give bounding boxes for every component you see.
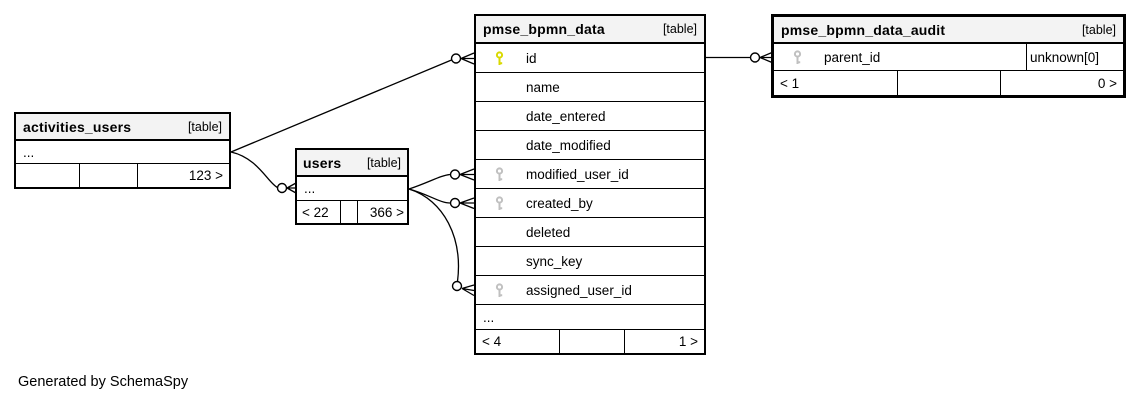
crowfoot-icon	[459, 168, 475, 181]
table-header: users [table]	[297, 150, 407, 177]
column-name: created_by	[526, 195, 593, 211]
stat-cell: 0 >	[1000, 71, 1123, 95]
icon-slot-empty	[486, 73, 512, 101]
stat-cell	[897, 71, 1000, 95]
column-name: date_entered	[526, 108, 606, 124]
column-row-assigned-user-id: assigned_user_id	[476, 276, 704, 305]
column-name: name	[526, 79, 560, 95]
columns-ellipsis-row: ...	[476, 305, 704, 330]
table-box-pmse-bpmn-data[interactable]: pmse_bpmn_data [table] id name date_ente…	[474, 14, 706, 355]
zero-cardinality-icon	[450, 53, 462, 64]
icon-slot-empty	[486, 247, 512, 275]
stat-cell: 366 >	[357, 201, 407, 223]
table-box-users[interactable]: users [table] ... < 22 366 >	[295, 148, 409, 225]
column-row-modified-user-id: modified_user_id	[476, 160, 704, 189]
column-row-id: id	[476, 44, 704, 73]
foreign-key-icon	[486, 189, 512, 217]
table-type-badge: [table]	[1081, 22, 1116, 37]
table-box-pmse-bpmn-data-audit[interactable]: pmse_bpmn_data_audit [table] parent_id u…	[771, 14, 1126, 98]
crowfoot-icon	[460, 52, 475, 65]
stat-cell: < 1	[780, 75, 800, 91]
column-row-name: name	[476, 73, 704, 102]
stat-cell: 123 >	[137, 164, 229, 187]
column-name: deleted	[526, 224, 571, 240]
foreign-key-icon	[486, 160, 512, 188]
table-type-badge: [table]	[187, 119, 222, 134]
primary-key-icon	[486, 44, 512, 72]
table-name: pmse_bpmn_data_audit	[781, 21, 946, 38]
zero-cardinality-icon	[749, 52, 761, 63]
column-name: modified_user_id	[526, 166, 629, 182]
relation-line	[408, 173, 451, 190]
foreign-key-icon	[486, 276, 512, 304]
column-name: id	[526, 50, 537, 66]
relation-line	[230, 151, 278, 189]
table-box-activities-users[interactable]: activities_users [table] ... 123 >	[14, 112, 231, 189]
column-type-note: unknown[0]	[1030, 49, 1100, 65]
icon-slot-empty	[486, 102, 512, 130]
column-row-deleted: deleted	[476, 218, 704, 247]
stats-row: < 4 1 >	[476, 330, 704, 353]
table-header: pmse_bpmn_data [table]	[476, 16, 704, 44]
table-name: users	[303, 154, 342, 171]
column-row-date-modified: date_modified	[476, 131, 704, 160]
column-row-date-entered: date_entered	[476, 102, 704, 131]
stats-row: < 1 0 >	[774, 71, 1123, 95]
stat-cell	[79, 164, 137, 187]
column-cell: parent_id	[774, 44, 1027, 70]
crowfoot-icon	[459, 197, 475, 210]
stat-cell	[16, 164, 79, 187]
crowfoot-icon	[461, 284, 475, 297]
zero-cardinality-icon	[449, 169, 461, 180]
columns-ellipsis-row: ...	[16, 141, 229, 164]
stat-cell	[340, 201, 357, 223]
stat-cell	[559, 330, 624, 353]
icon-slot-empty	[486, 131, 512, 159]
foreign-key-icon	[784, 44, 810, 70]
stat-cell: < 22	[302, 204, 329, 220]
table-type-badge: [table]	[366, 155, 401, 170]
stats-row: < 22 366 >	[297, 201, 407, 223]
columns-ellipsis-row: ...	[297, 177, 407, 201]
zero-cardinality-icon	[449, 197, 461, 209]
table-name: activities_users	[23, 118, 132, 135]
zero-cardinality-icon	[451, 280, 463, 292]
table-header: pmse_bpmn_data_audit [table]	[774, 17, 1123, 44]
crowfoot-icon	[759, 51, 773, 64]
crowfoot-icon	[286, 182, 297, 194]
icon-slot-empty	[486, 218, 512, 246]
zero-cardinality-icon	[276, 182, 288, 194]
stats-row: 123 >	[16, 164, 229, 187]
column-name: sync_key	[526, 253, 583, 269]
stat-cell: < 4	[482, 334, 502, 349]
column-name: date_modified	[526, 137, 611, 153]
column-row-sync-key: sync_key	[476, 247, 704, 276]
column-row-parent-id: parent_id unknown[0]	[774, 44, 1123, 71]
relation-line	[408, 188, 460, 282]
stat-cell: 1 >	[624, 330, 704, 353]
column-name: parent_id	[824, 49, 881, 65]
column-name: assigned_user_id	[526, 282, 632, 298]
generated-by-note: Generated by SchemaSpy	[18, 374, 189, 390]
relation-line	[230, 59, 452, 153]
column-row-created-by: created_by	[476, 189, 704, 218]
table-header: activities_users [table]	[16, 114, 229, 141]
table-type-badge: [table]	[662, 22, 697, 36]
table-name: pmse_bpmn_data	[483, 21, 605, 37]
